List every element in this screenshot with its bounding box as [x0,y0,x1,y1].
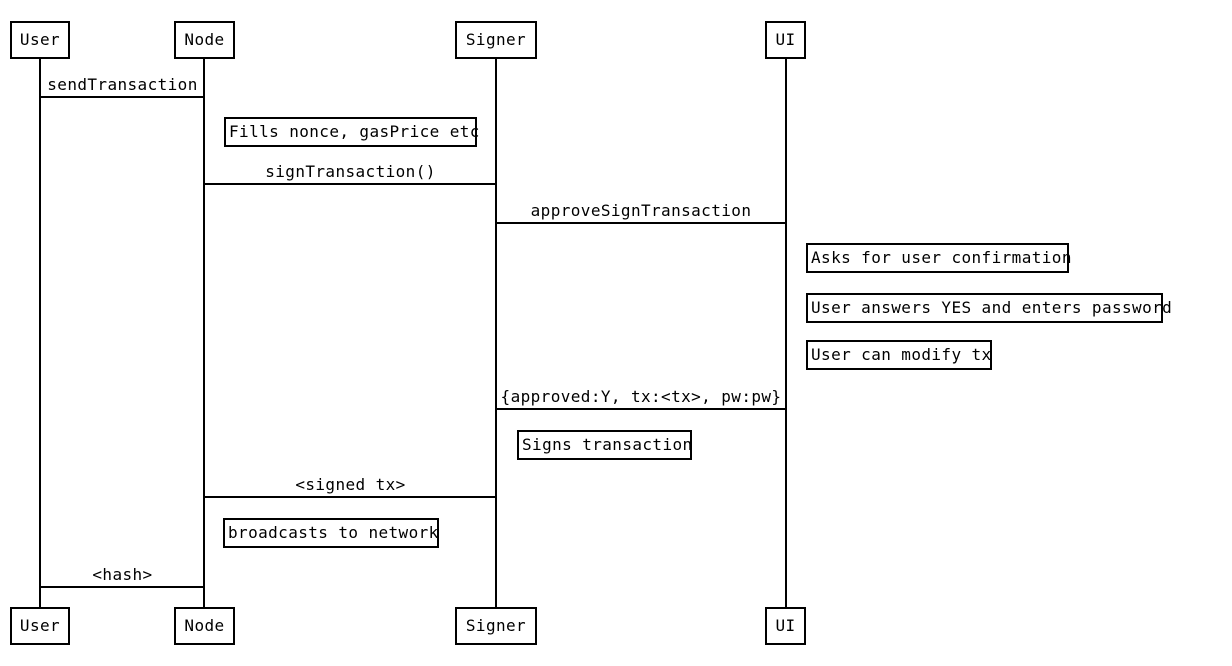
message-label-signed-tx: <signed tx> [295,475,406,494]
actor-bottom-node: Node [174,607,235,645]
note-user-answers-yes: User answers YES and enters password [806,293,1172,323]
actor-bottom-user: User [10,607,70,645]
message-line-approve-sign-transaction [496,222,786,224]
actor-bottom-ui: UI [765,607,806,645]
actor-top-node: Node [174,21,235,59]
message-label-sign-transaction: signTransaction() [265,162,436,181]
message-label-approve-sign-transaction: approveSignTransaction [530,201,752,220]
lifeline-ui [785,59,787,607]
message-label-hash: <hash> [92,565,153,584]
message-line-send-transaction [40,96,205,98]
message-line-signed-tx [205,496,496,498]
lifeline-signer [495,59,497,607]
message-label-send-transaction: sendTransaction [47,75,198,94]
actor-top-ui: UI [765,21,806,59]
actor-bottom-signer: Signer [455,607,537,645]
message-label-approved-response: {approved:Y, tx:<tx>, pw:pw} [500,387,782,406]
actor-top-signer: Signer [455,21,537,59]
note-broadcasts: broadcasts to network [223,518,439,548]
message-line-approved-response [496,408,786,410]
lifeline-node [203,59,205,607]
note-signs-transaction: Signs transaction [517,430,692,460]
actor-top-user: User [10,21,70,59]
note-asks-confirmation: Asks for user confirmation [806,243,1071,273]
message-line-hash [40,586,205,588]
note-fills-nonce: Fills nonce, gasPrice etc [224,117,479,147]
lifeline-user [39,59,41,607]
note-user-can-modify: User can modify tx [806,340,992,370]
message-line-sign-transaction [205,183,496,185]
